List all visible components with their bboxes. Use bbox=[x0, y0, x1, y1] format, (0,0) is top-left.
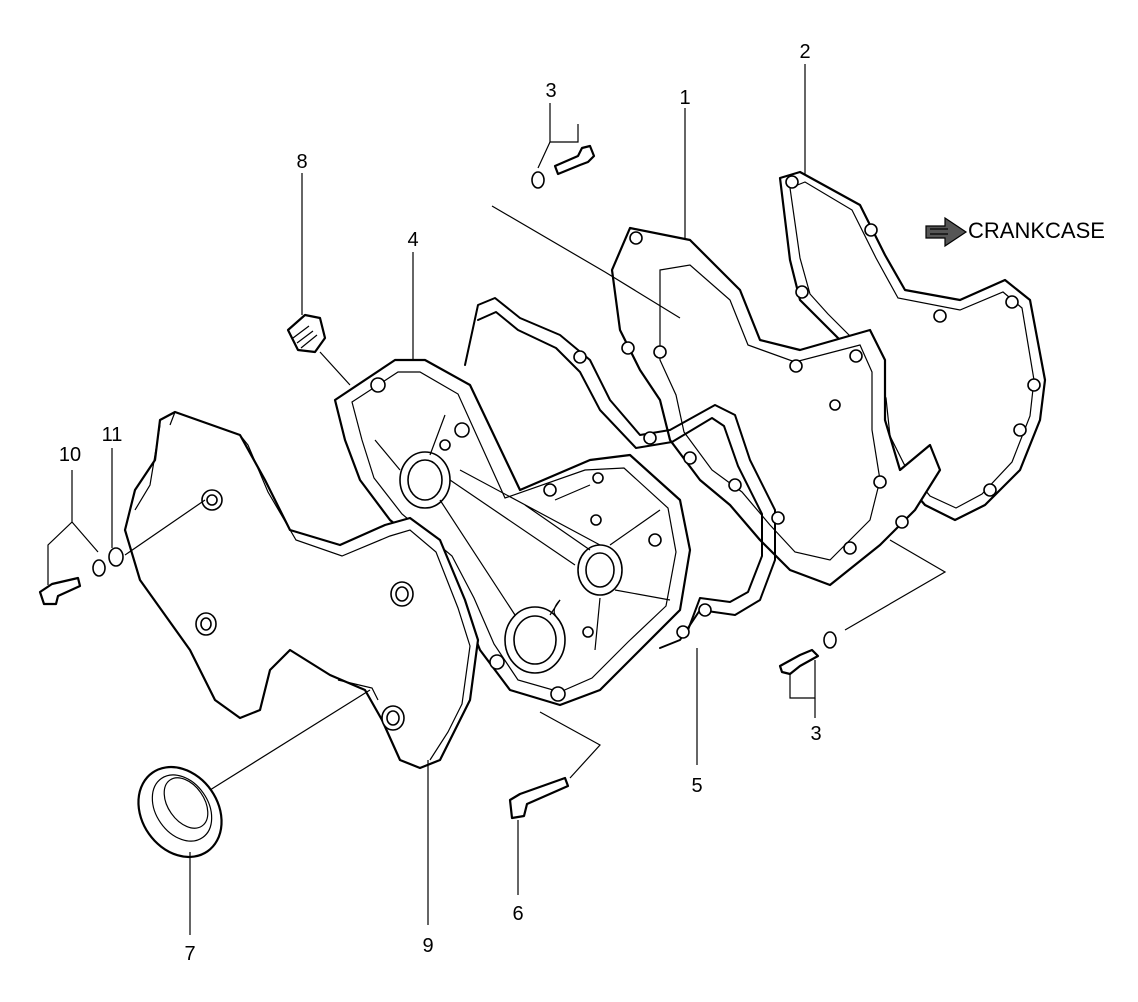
callout-1: 1 bbox=[679, 87, 690, 109]
callout-6: 6 bbox=[512, 903, 523, 925]
callout-labels: 1 2 3 3 4 5 6 7 8 9 10 11 CRANKCASE bbox=[59, 41, 1105, 965]
crankcase-label: CRANKCASE bbox=[968, 218, 1105, 243]
crankcase-arrow-icon bbox=[925, 216, 968, 248]
timing-case-part-4 bbox=[333, 358, 692, 707]
callout-9: 9 bbox=[422, 935, 433, 957]
gasket-part-5 bbox=[464, 297, 785, 649]
gasket-part-2 bbox=[778, 170, 1047, 522]
callout-10: 10 bbox=[59, 444, 81, 466]
callout-3-right: 3 bbox=[810, 723, 821, 745]
front-cover-part-9 bbox=[123, 410, 480, 770]
callout-3-top: 3 bbox=[545, 80, 556, 102]
callout-7: 7 bbox=[184, 943, 195, 965]
bolt-part-6 bbox=[508, 776, 570, 820]
callout-4: 4 bbox=[407, 229, 418, 251]
bolt-washer-set-10-11 bbox=[38, 547, 124, 606]
callout-2: 2 bbox=[799, 41, 810, 63]
callout-8: 8 bbox=[296, 151, 307, 173]
callout-11: 11 bbox=[102, 424, 123, 446]
plate-part-1 bbox=[610, 226, 942, 587]
callout-5: 5 bbox=[691, 775, 702, 797]
oil-seal-part-7 bbox=[137, 765, 223, 859]
plug-part-8 bbox=[286, 313, 327, 354]
leader-lines bbox=[47, 64, 947, 935]
bolt-washer-set-3-right bbox=[778, 631, 837, 676]
bolt-washer-set-3-top bbox=[531, 144, 596, 189]
